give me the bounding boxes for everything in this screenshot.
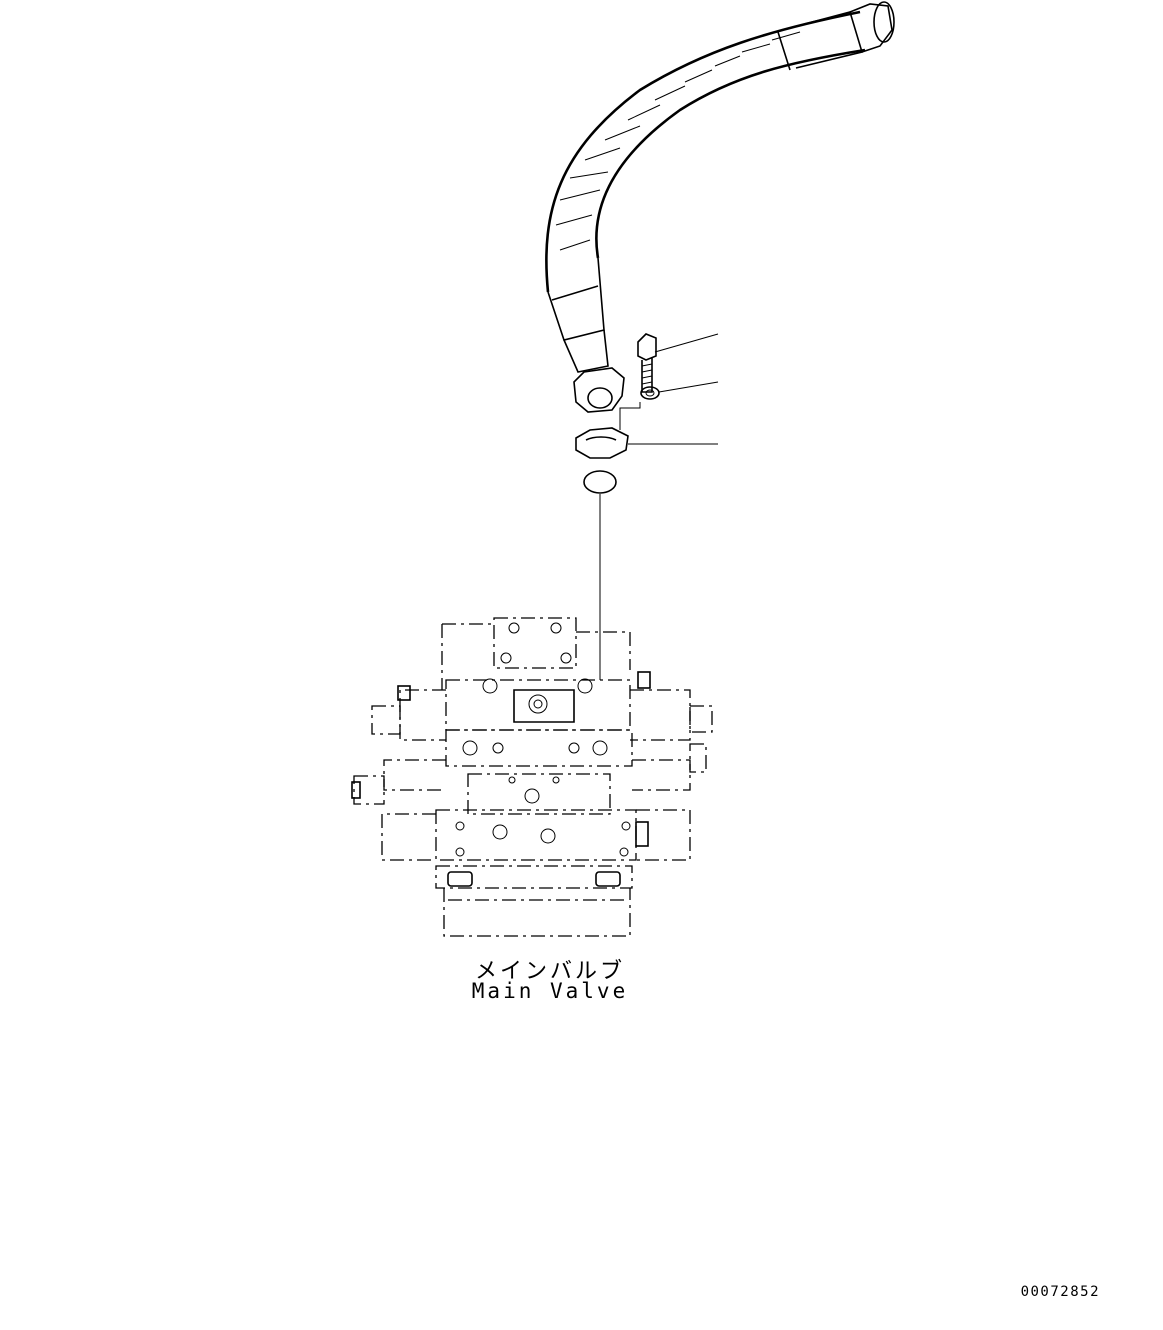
main-valve[interactable] [351, 617, 713, 937]
bolt-part[interactable] [637, 333, 719, 393]
o-ring-part[interactable] [583, 470, 617, 680]
drawing-number: 00072852 [1020, 1284, 1100, 1300]
split-flange-part[interactable] [575, 402, 718, 459]
washer-part[interactable] [640, 381, 719, 400]
hose-assembly[interactable] [545, 1, 895, 413]
main-valve-label-en: Main Valve [471, 979, 629, 1003]
main-valve-label-jp: メインバルブ [474, 959, 625, 984]
